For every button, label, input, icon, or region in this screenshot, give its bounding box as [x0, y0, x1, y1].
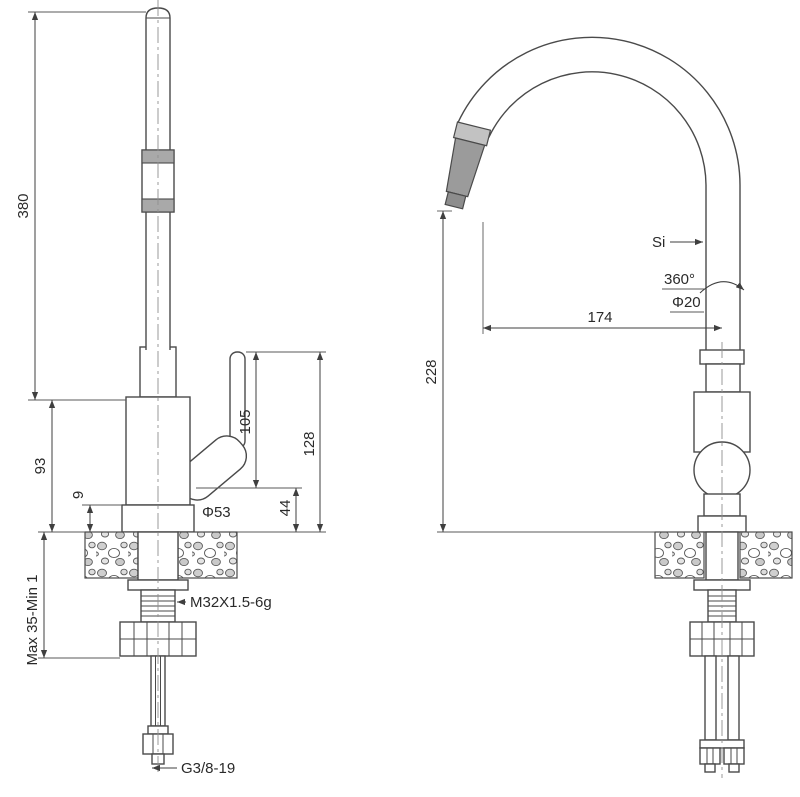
side-view: 228 174 Si 360° Φ20	[423, 36, 793, 778]
side-countertop	[654, 531, 793, 581]
side-hose-stub-1	[704, 763, 716, 773]
side-supply-hose-2	[727, 655, 740, 741]
sprayer-aerator	[444, 191, 467, 210]
dim-handle-overall-label: 128	[301, 431, 318, 456]
si-note-label: Si	[652, 234, 665, 251]
dim-body-height-label: 93	[32, 458, 49, 475]
sprayer-body	[445, 137, 486, 198]
side-neck	[705, 363, 741, 393]
front-spout	[141, 7, 175, 350]
front-counter-right	[177, 531, 238, 579]
dim-mount-range-label: Max 35-Min 1	[24, 575, 41, 666]
side-hose-nut-2	[723, 747, 745, 765]
front-view: 380 93 9 Max 35-Min 1 105 44 128 Φ53 M32…	[15, 0, 326, 777]
dim-joint-height-label: 44	[277, 500, 294, 517]
dim-hose-thread-label: G3/8-19	[181, 760, 235, 777]
side-dimensions: 228 174 Si 360° Φ20	[423, 210, 745, 533]
front-handle	[176, 351, 248, 501]
front-counter-left	[84, 531, 139, 579]
front-body	[121, 346, 195, 533]
dim-total-height-label: 380	[15, 193, 32, 218]
dim-spout-reach-label: 174	[587, 309, 612, 326]
dim-mount-thread-label: M32X1.5-6g	[190, 594, 272, 611]
front-countertop	[84, 531, 238, 581]
side-body	[693, 349, 751, 533]
side-hose-stub-2	[728, 763, 740, 773]
dim-base-height-label: 9	[70, 491, 87, 499]
side-counter-left	[654, 531, 705, 579]
swivel-rotation-arrow	[699, 281, 745, 294]
side-sprayer-head	[444, 121, 492, 210]
side-hose-nut-1	[699, 747, 721, 765]
side-counter-right	[739, 531, 793, 579]
dim-tube-diameter-label: Φ20	[672, 294, 701, 311]
dim-handle-top-label: 105	[237, 409, 254, 434]
side-supply-hose-1	[704, 655, 717, 741]
swivel-range-label: 360°	[664, 271, 695, 288]
front-dimensions: 380 93 9 Max 35-Min 1 105 44 128 Φ53 M32…	[15, 11, 326, 777]
dim-spout-height-label: 228	[423, 359, 440, 384]
dim-base-diameter-label: Φ53	[202, 504, 231, 521]
